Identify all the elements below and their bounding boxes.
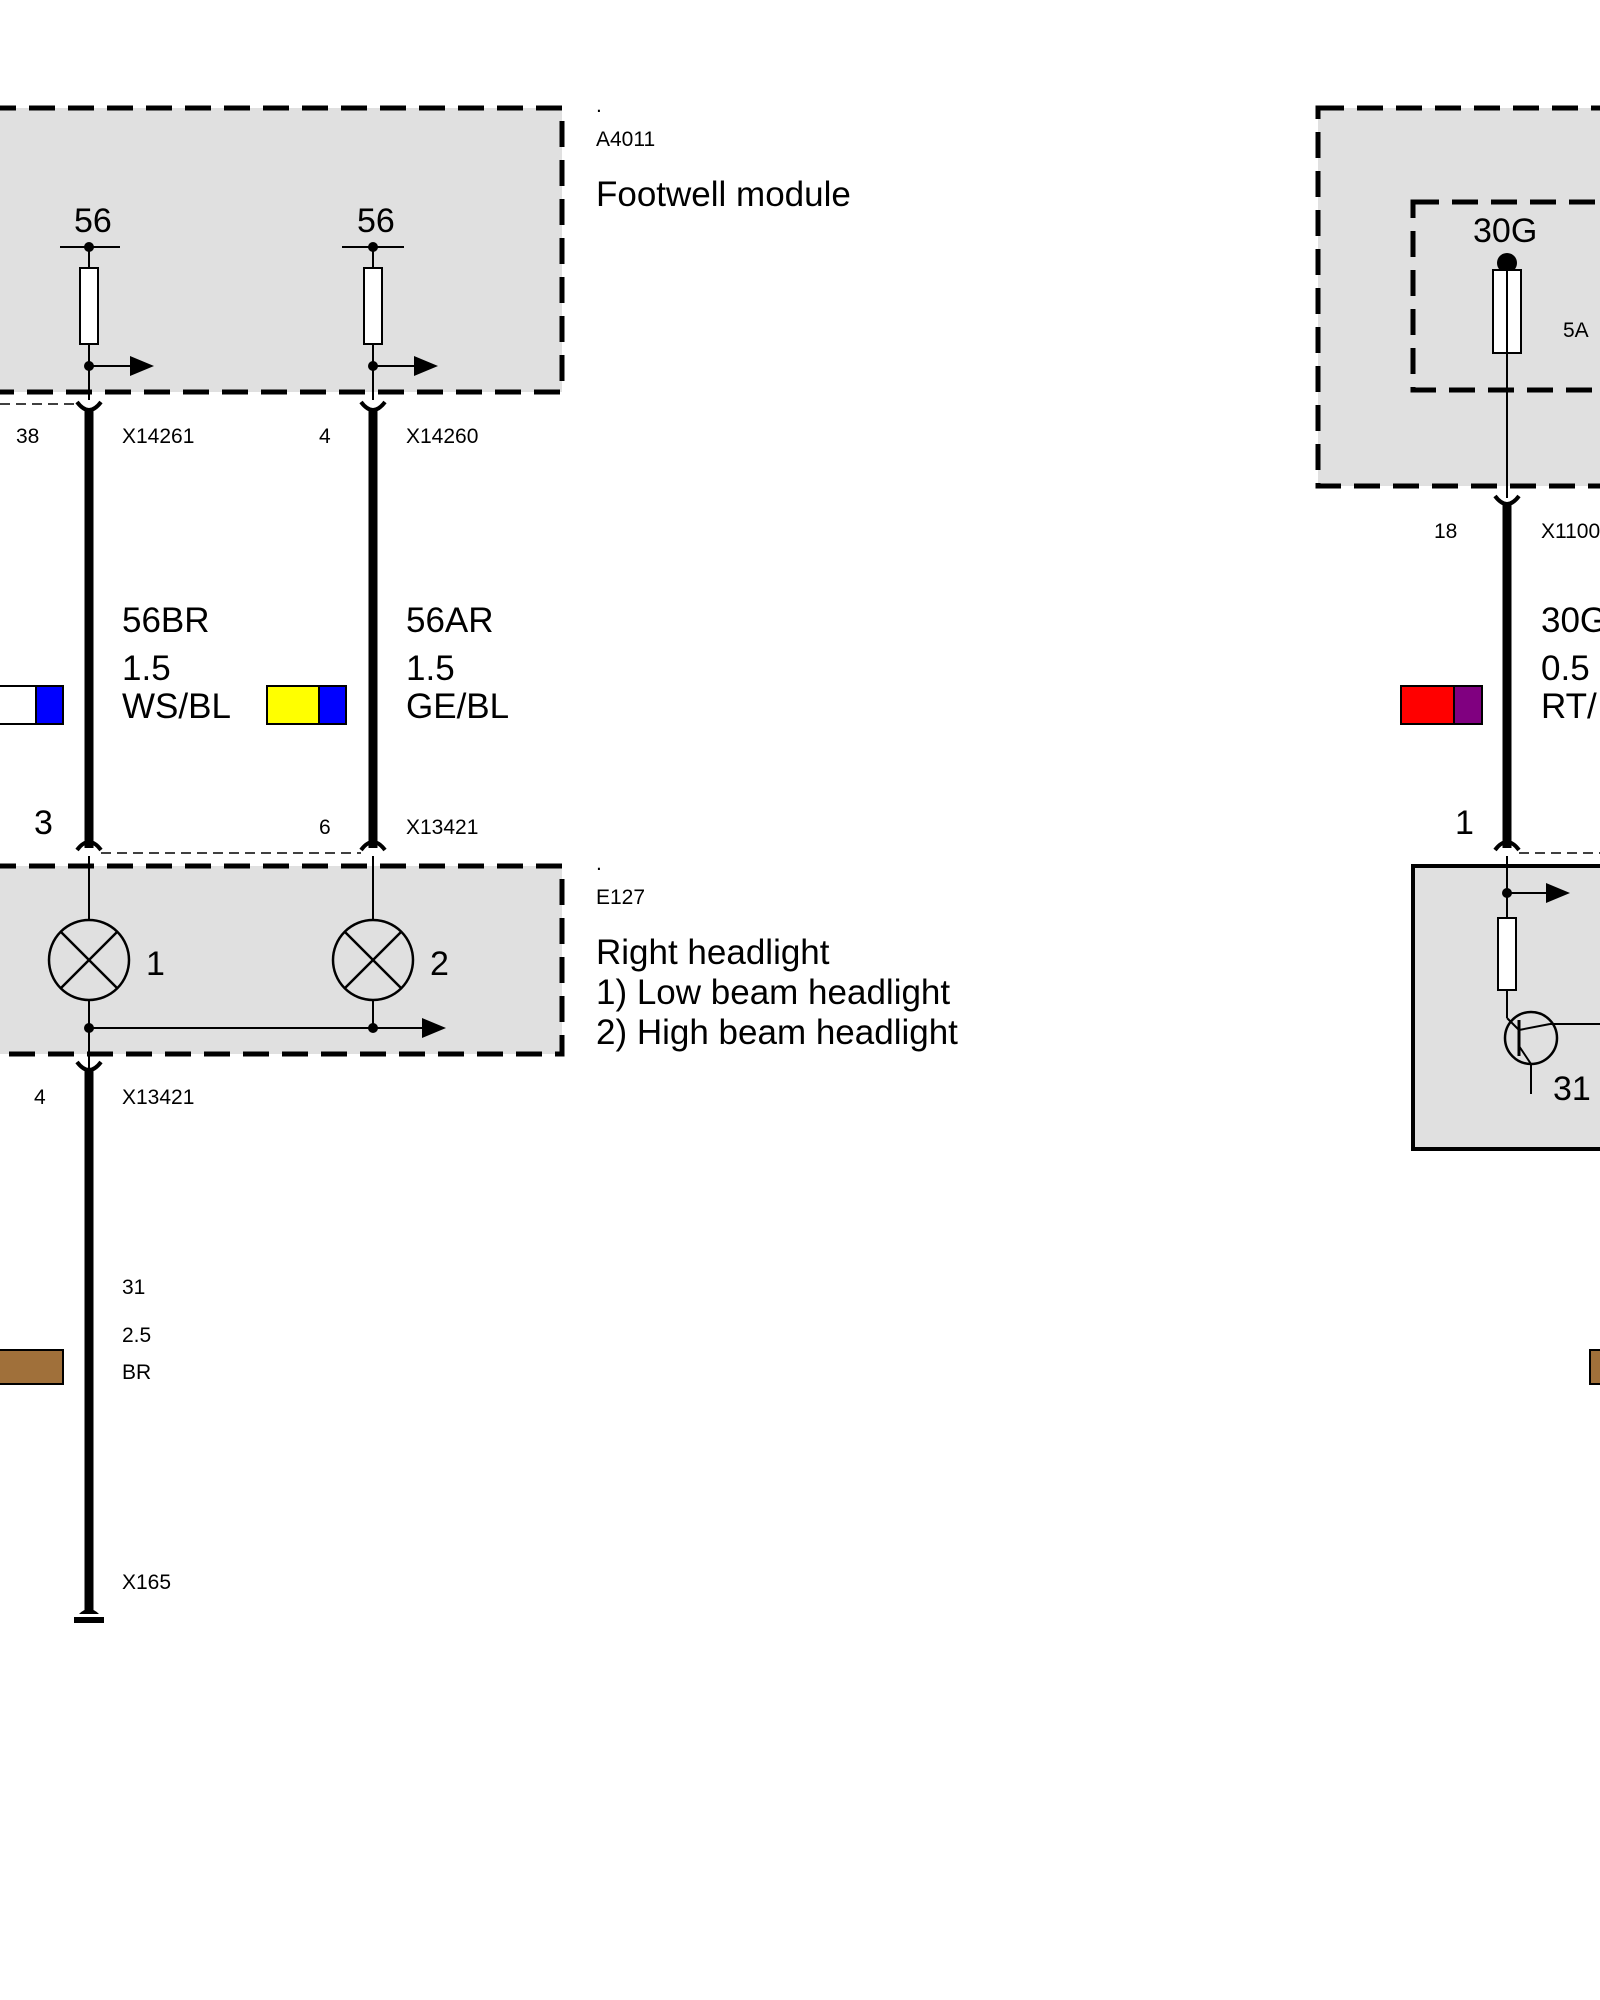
headlight-module-line2: 2) High beam headlight [596, 1013, 958, 1052]
wire-56br-name: 56BR [122, 601, 210, 640]
ground-icon [74, 1609, 104, 1623]
headlight-module-name: Right headlight [596, 933, 830, 972]
lamp-1-icon [47, 918, 131, 1002]
right-module-arrow-head [1546, 883, 1570, 903]
wire-56ar-color: GE/BL [406, 687, 509, 726]
pin-6: 6 [319, 816, 331, 839]
swatch-yellow [266, 685, 320, 725]
footwell-module-dot: . [596, 94, 602, 117]
swatch-white [0, 685, 37, 725]
wire-30g-name: 30G [1541, 601, 1600, 640]
terminal-30g: 30G [1473, 212, 1537, 250]
transistor-icon [1503, 1010, 1600, 1094]
headlight-bus-arrow-head [422, 1018, 446, 1038]
pin-18: 18 [1434, 520, 1457, 543]
swatch-brown-right [1589, 1349, 1600, 1385]
connector-x14261: X14261 [122, 425, 194, 448]
right-module-resistor [1497, 917, 1517, 991]
wire-30g-color: RT/ [1541, 687, 1597, 726]
headlight-module-line1: 1) Low beam headlight [596, 973, 950, 1012]
wire-31-size: 2.5 [122, 1324, 151, 1347]
right-resistor [363, 267, 383, 345]
lamp-1-label: 1 [146, 945, 165, 983]
lamp-2-icon [331, 918, 415, 1002]
left-resistor [79, 267, 99, 345]
pin-38: 38 [16, 425, 39, 448]
footwell-module-name: Footwell module [596, 175, 851, 214]
swatch-blue-1 [35, 685, 64, 725]
wire-31-name: 31 [122, 1276, 145, 1299]
right-module-terminal-31: 31 [1553, 1070, 1591, 1108]
pin-4-top: 4 [319, 425, 331, 448]
fuse-icon [1492, 269, 1522, 354]
right-pin-cup-top [359, 400, 387, 412]
left-pin-cup-top [75, 400, 103, 412]
fuse-rating-5a: 5A [1563, 319, 1589, 342]
pin-1: 1 [1455, 804, 1474, 842]
terminal-56-left: 56 [74, 202, 112, 240]
swatch-brown-left [0, 1349, 64, 1385]
wire-31-color: BR [122, 1361, 151, 1384]
headlight-module-dot: . [596, 852, 602, 875]
wire-30g-size: 0.5 [1541, 649, 1590, 688]
swatch-blue-2 [318, 685, 347, 725]
footwell-module-ref: A4011 [596, 128, 655, 151]
connector-x13421-top: X13421 [406, 816, 478, 839]
connector-x165: X165 [122, 1571, 171, 1594]
left-signal-arrow-head [130, 356, 154, 376]
connector-x14260: X14260 [406, 425, 478, 448]
terminal-56-right: 56 [357, 202, 395, 240]
wire-56ar-size: 1.5 [406, 649, 455, 688]
wire-56ar-name: 56AR [406, 601, 494, 640]
lamp-2-label: 2 [430, 945, 449, 983]
wire-56br-size: 1.5 [122, 649, 171, 688]
wire-56br-color: WS/BL [122, 687, 231, 726]
right-pin-cup-headlight [359, 840, 387, 852]
connector-x13421-bottom: X13421 [122, 1086, 194, 1109]
swatch-red [1400, 685, 1455, 725]
right-signal-arrow-head [414, 356, 438, 376]
right-pin-cup-bottom [1493, 840, 1521, 852]
footwell-module-box [0, 105, 565, 395]
pin-4-bottom: 4 [34, 1086, 46, 1109]
left-pin-cup-headlight [75, 840, 103, 852]
connector-x1100-partial: X1100 [1541, 520, 1600, 543]
pin-3: 3 [34, 804, 53, 842]
headlight-module-ref: E127 [596, 886, 645, 909]
swatch-violet [1453, 685, 1483, 725]
